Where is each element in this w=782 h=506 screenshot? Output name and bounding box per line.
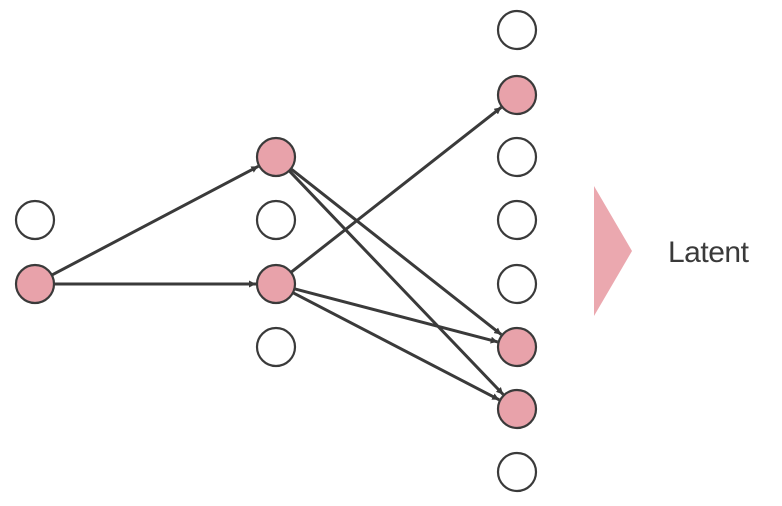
inactive-node <box>496 451 538 493</box>
edge-arrow <box>292 291 500 402</box>
inactive-node <box>255 199 297 241</box>
inactive-node <box>496 263 538 305</box>
edge-arrow <box>294 287 499 344</box>
edge-arrow <box>51 164 259 277</box>
active-node <box>255 263 297 305</box>
inactive-node <box>255 326 297 368</box>
active-node <box>496 326 538 368</box>
edges <box>51 106 505 402</box>
active-node <box>496 388 538 430</box>
edge-arrow <box>288 169 505 396</box>
latent-label: Latent <box>668 236 749 269</box>
edge-arrow <box>289 167 503 336</box>
inactive-node <box>496 136 538 178</box>
inactive-node <box>496 9 538 51</box>
nodes <box>14 9 538 493</box>
edge-arrow <box>290 106 503 274</box>
active-node <box>14 263 56 305</box>
active-node <box>255 136 297 178</box>
inactive-node <box>496 199 538 241</box>
active-node <box>496 74 538 116</box>
latent-arrow-icon <box>594 186 632 316</box>
inactive-node <box>14 199 56 241</box>
